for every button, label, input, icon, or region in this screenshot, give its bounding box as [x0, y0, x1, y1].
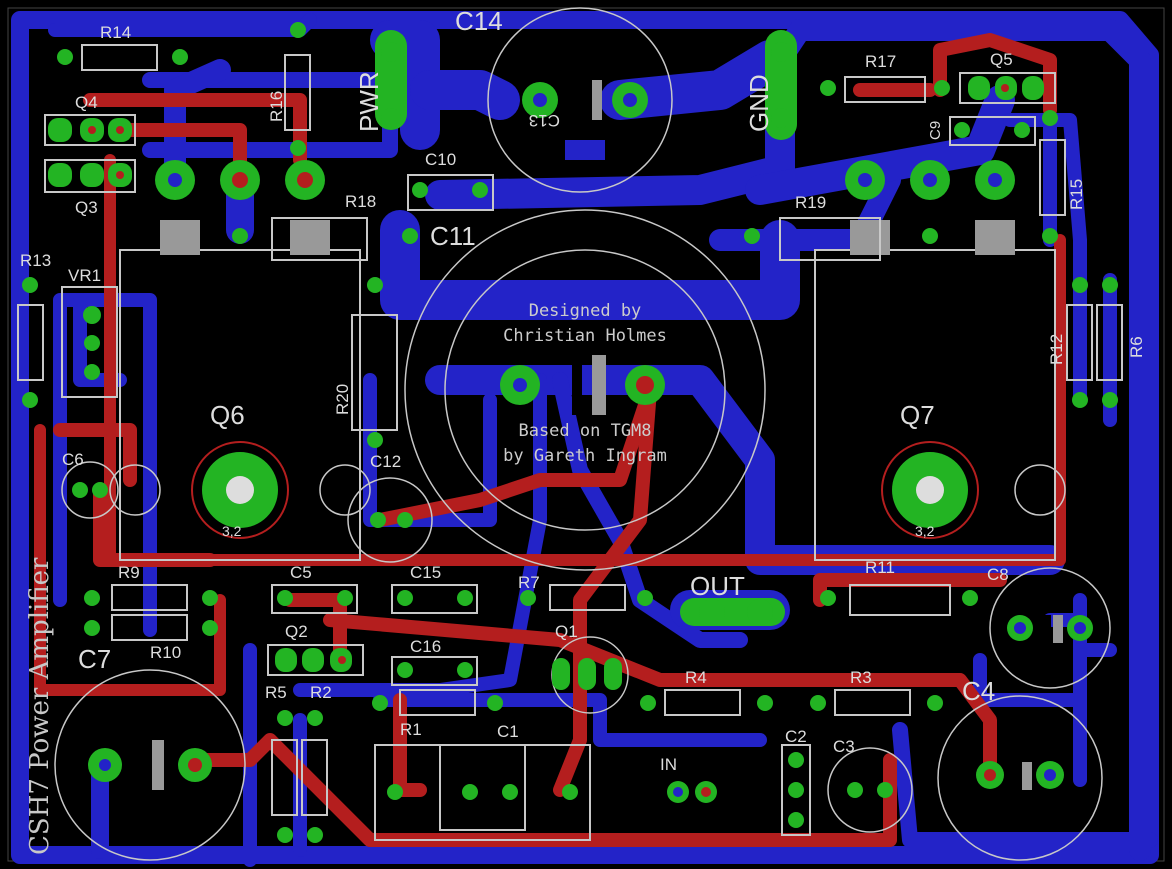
c3-outline — [827, 747, 913, 833]
c6-outline — [61, 461, 119, 519]
label-c13: C13 — [529, 111, 560, 130]
label-q7-mark: 3,2 — [915, 523, 935, 539]
label-r7: R7 — [518, 573, 540, 592]
label-r9: R9 — [118, 563, 140, 582]
label-c6: C6 — [62, 450, 84, 469]
label-q6-mark: 3,2 — [222, 523, 242, 539]
label-c3: C3 — [833, 737, 855, 756]
label-c15: C15 — [410, 563, 441, 582]
label-r18: R18 — [345, 192, 376, 211]
label-q1: Q1 — [555, 622, 578, 641]
label-c9: C9 — [927, 121, 944, 140]
label-q3: Q3 — [75, 198, 98, 217]
label-r11: R11 — [865, 558, 895, 577]
label-r6: R6 — [1127, 336, 1146, 358]
label-gnd: GND — [744, 74, 774, 132]
label-c1: C1 — [497, 722, 519, 741]
c4-outline — [937, 695, 1103, 861]
label-r20: R20 — [333, 384, 352, 415]
label-q2: Q2 — [285, 622, 308, 641]
silkscreen-labels: R14 C14 R17 Q5 Q4 Q3 C10 R18 C11 R19 R13… — [20, 6, 1146, 855]
label-vr1: VR1 — [68, 266, 101, 285]
label-r14: R14 — [100, 23, 131, 42]
label-r15: R15 — [1067, 179, 1086, 210]
label-c5: C5 — [290, 563, 312, 582]
outline-circles — [54, 7, 1111, 861]
c14-outline — [487, 7, 673, 193]
pad-drills — [88, 84, 1086, 797]
label-r16: R16 — [267, 91, 286, 122]
credit-line-1: Designed by — [529, 301, 642, 321]
label-c12: C12 — [370, 452, 401, 471]
label-r3: R3 — [850, 668, 872, 687]
label-in: IN — [660, 755, 677, 774]
credit-line-3: Based on TGM8 — [518, 421, 651, 441]
label-r19: R19 — [795, 193, 826, 212]
label-pwr: PWR — [354, 71, 384, 132]
label-r12: R12 — [1047, 334, 1066, 365]
label-out: OUT — [690, 571, 745, 601]
label-c16: C16 — [410, 637, 441, 656]
credit-line-4: by Gareth Ingram — [503, 446, 667, 466]
credit-circle-inner — [444, 249, 726, 531]
component-outlines — [17, 44, 1123, 841]
label-c2: C2 — [785, 727, 807, 746]
board-title: CSH7 Power Amplifier — [25, 557, 55, 855]
label-q4: Q4 — [75, 93, 98, 112]
label-r10: R10 — [150, 643, 181, 662]
c12-outline — [347, 477, 433, 563]
label-q7: Q7 — [900, 400, 935, 430]
label-c7: C7 — [78, 644, 111, 674]
label-r1: R1 — [400, 720, 422, 739]
label-r5: R5 — [265, 683, 287, 702]
c8-outline — [989, 567, 1111, 689]
c7-outline — [54, 669, 246, 861]
label-r17: R17 — [865, 52, 896, 71]
label-r13: R13 — [20, 251, 51, 270]
credit-line-2: Christian Holmes — [503, 326, 667, 346]
label-q6: Q6 — [210, 400, 245, 430]
label-q5: Q5 — [990, 50, 1013, 69]
credit-circle-outer — [404, 209, 766, 571]
label-c4: C4 — [962, 676, 995, 706]
label-c10: C10 — [425, 150, 456, 169]
label-c8: C8 — [987, 565, 1009, 584]
label-c14: C14 — [455, 6, 503, 36]
label-c11: C11 — [430, 221, 476, 251]
q7-package — [814, 220, 1066, 561]
capacitor-symbols — [140, 80, 1063, 790]
q6-package — [109, 220, 371, 561]
label-r2: R2 — [310, 683, 332, 702]
label-r4: R4 — [685, 668, 707, 687]
